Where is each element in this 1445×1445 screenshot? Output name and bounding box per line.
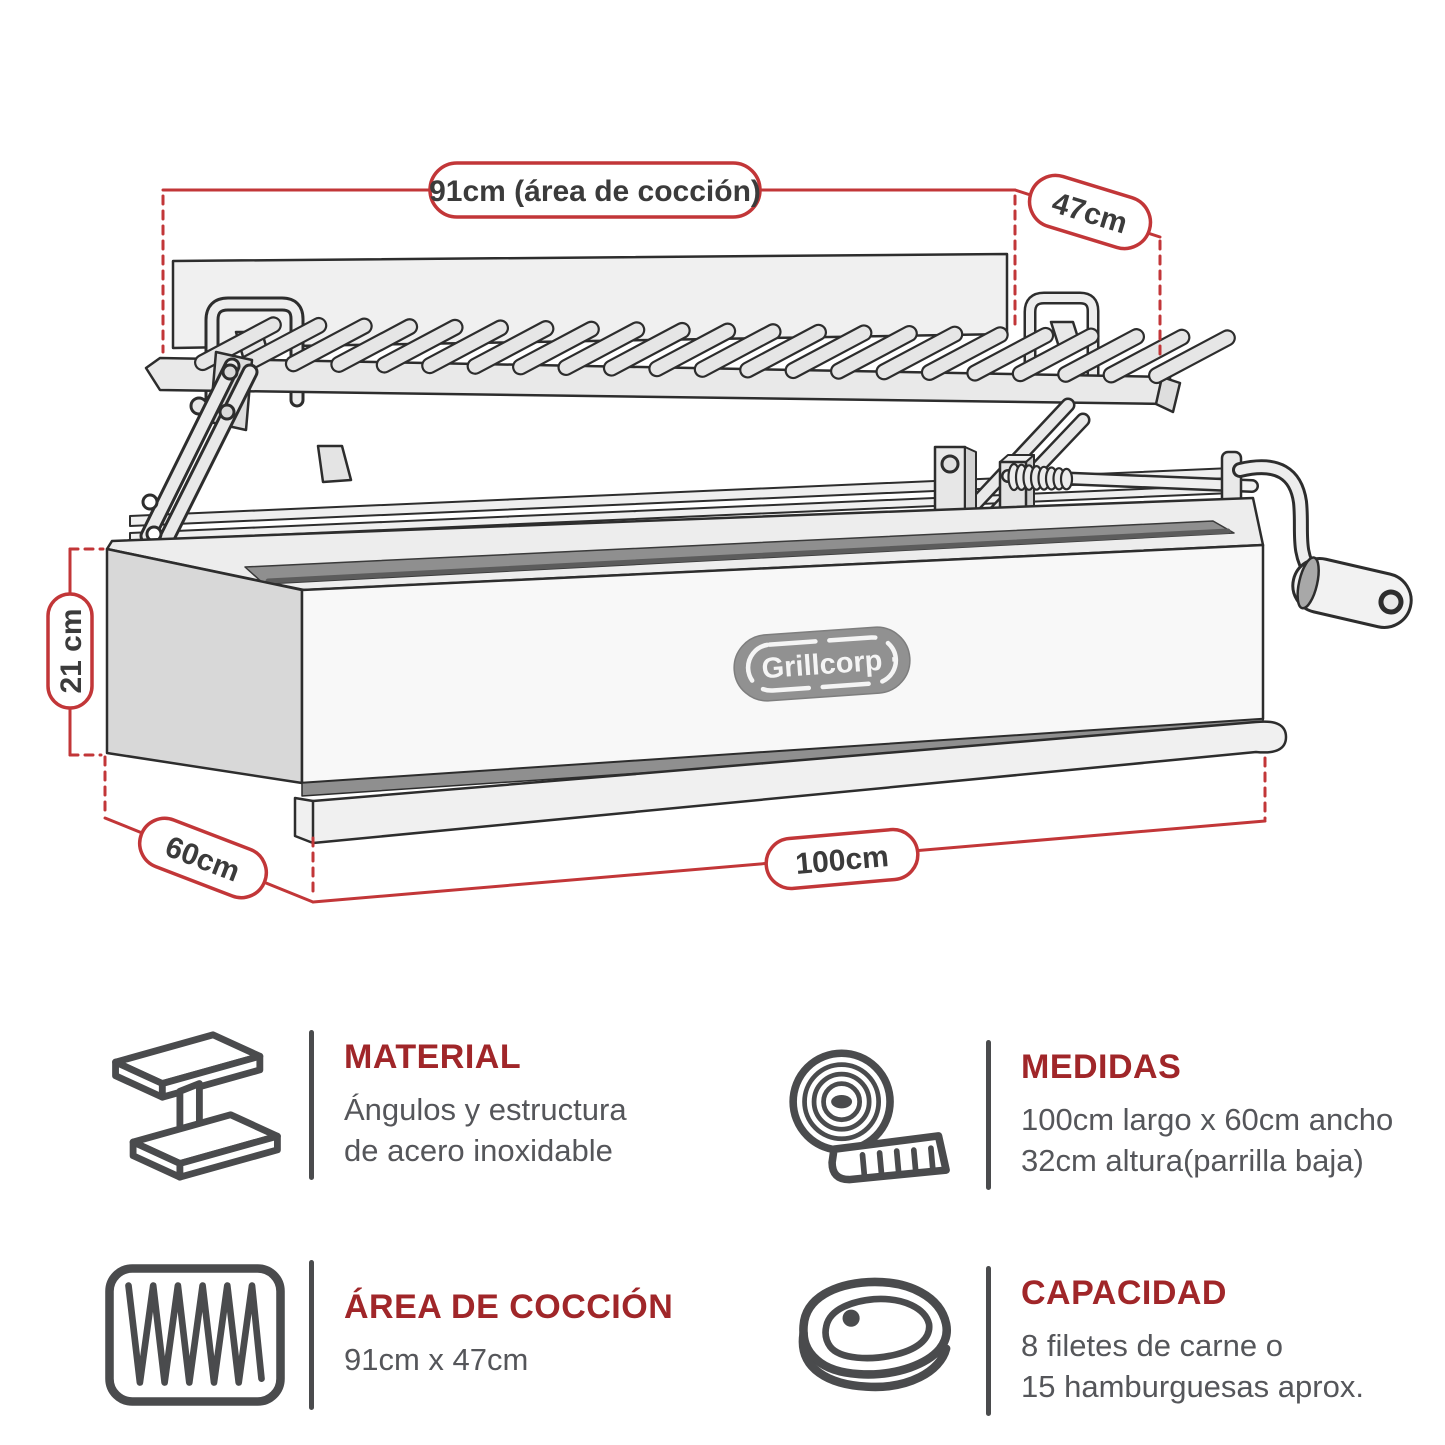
spec-line: de acero inoxidable <box>344 1133 613 1168</box>
spec-line: 15 hamburguesas aprox. <box>1021 1369 1364 1404</box>
svg-text:91cm (área de cocción): 91cm (área de cocción) <box>429 175 761 208</box>
grillcorp-badge: · Grillcorp · <box>733 626 911 702</box>
lift-arm-left <box>139 350 259 549</box>
spec-title: MATERIAL <box>344 1037 522 1076</box>
spec-material: MATERIAL Ángulos y estructura de acero i… <box>95 1012 680 1197</box>
spec-line: 32cm altura(parrilla baja) <box>1021 1143 1364 1178</box>
section-divider <box>309 1259 314 1410</box>
section-divider <box>986 1039 991 1190</box>
tape-measure-icon <box>772 1036 972 1194</box>
dim-height-label: 21 cm <box>46 592 94 710</box>
spec-area-coccion: ÁREA DE COCCIÓN 91cm x 47cm <box>95 1242 680 1427</box>
spec-line: 100cm largo x 60cm ancho <box>1021 1101 1394 1137</box>
crank-handle <box>1232 459 1413 629</box>
svg-text:21 cm: 21 cm <box>55 608 88 693</box>
spec-line: 91cm x 47cm <box>344 1342 529 1378</box>
grill-illustration: · Grillcorp · 91cm (área de cocción) 47c <box>46 161 1413 904</box>
spec-line: 8 filetes de carne o <box>1021 1327 1283 1363</box>
spec-line: Ángulos y estructura <box>344 1091 627 1127</box>
steak-icon <box>772 1262 972 1420</box>
firebox <box>105 496 1288 845</box>
svg-text:100cm: 100cm <box>794 840 890 881</box>
spec-medidas: MEDIDAS 100cm largo x 60cm ancho 32cm al… <box>772 1022 1412 1207</box>
grate-frame <box>144 356 1182 484</box>
spec-title: CAPACIDAD <box>1021 1273 1227 1312</box>
spec-title: MEDIDAS <box>1021 1047 1182 1086</box>
spec-title: ÁREA DE COCCIÓN <box>344 1288 674 1327</box>
grill-tray-icon <box>95 1256 295 1414</box>
dim-depth-label: 47cm <box>1027 173 1153 251</box>
section-divider <box>986 1265 991 1416</box>
crank-spring <box>1007 462 1074 492</box>
grill-slats <box>194 316 1236 385</box>
dim-width-label: 60cm <box>137 816 269 900</box>
steel-beam-icon <box>95 1019 295 1191</box>
dim-cooking-area-label: 91cm (área de cocción) <box>428 161 762 219</box>
ash-tray-ledge <box>293 720 1288 845</box>
dim-length-label: 100cm <box>764 827 920 891</box>
spec-capacidad: CAPACIDAD 8 filetes de carne o 15 hambur… <box>772 1248 1412 1433</box>
section-divider <box>309 1029 314 1180</box>
